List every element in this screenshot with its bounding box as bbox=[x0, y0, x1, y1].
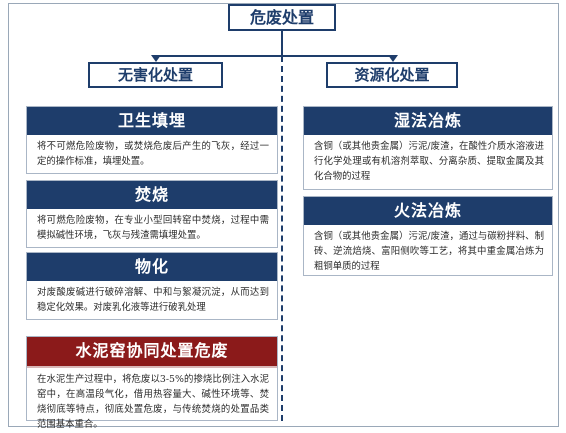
method-card-landfill: 卫生填埋 将不可燃危险废物，或焚烧危废后产生的飞灰，经过一定的操作标准，填埋处置… bbox=[26, 106, 278, 174]
method-description: 含铜（或其他贵金属）污泥/废渣，在酸性介质水溶液进行化学处理或有机溶剂萃取、分离… bbox=[314, 141, 544, 182]
method-description: 将不可燃危险废物，或焚烧危废后产生的飞灰，经过一定的操作标准，填埋处置。 bbox=[37, 141, 269, 167]
method-card-cement-kiln: 水泥窑协同处置危废 在水泥生产过程中，将危废以3-5%的掺烧比例注入水泥窑中，在… bbox=[26, 336, 278, 430]
method-card-incineration: 焚烧 将可燃危险废物，在专业小型回转窑中焚烧，过程中需模拟碱性环境，飞灰与残渣需… bbox=[26, 180, 278, 248]
diagram-frame bbox=[8, 3, 559, 427]
method-title: 卫生填埋 bbox=[27, 107, 277, 135]
method-title-highlight: 水泥窑协同处置危废 bbox=[27, 337, 277, 368]
method-title: 焚烧 bbox=[27, 181, 277, 209]
method-card-pyrometallurgy: 火法冶炼 含铜（或其他贵金属）污泥/废渣，通过与碳粉拌料、制砖、逆流焙烧、富阳侧… bbox=[303, 196, 553, 276]
category-resource-disposal: 资源化处置 bbox=[326, 62, 458, 88]
category-harmless-disposal: 无害化处置 bbox=[88, 62, 223, 88]
method-description: 含铜（或其他贵金属）污泥/废渣，通过与碳粉拌料、制砖、逆流焙烧、富阳侧吹等工艺，… bbox=[314, 231, 544, 272]
connector-horizontal bbox=[155, 55, 393, 57]
method-description: 对废酸废碱进行破碎溶解、中和与絮凝沉淀，从而达到稳定化效果。对废乳化液等进行破乳… bbox=[37, 287, 269, 313]
diagram-title: 危废处置 bbox=[228, 4, 336, 31]
connector-title-stem bbox=[281, 31, 283, 56]
divider-dashed-line bbox=[281, 56, 283, 421]
method-card-hydrometallurgy: 湿法冶炼 含铜（或其他贵金属）污泥/废渣，在酸性介质水溶液进行化学处理或有机溶剂… bbox=[303, 106, 553, 190]
method-title: 火法冶炼 bbox=[304, 197, 552, 225]
method-description: 在水泥生产过程中，将危废以3-5%的掺烧比例注入水泥窑中，在高温段气化，借用热容… bbox=[37, 374, 269, 430]
arrow-left-icon bbox=[151, 55, 161, 62]
arrow-right-icon bbox=[388, 55, 398, 62]
method-description: 将可燃危险废物，在专业小型回转窑中焚烧，过程中需模拟碱性环境，飞灰与残渣需填埋处… bbox=[37, 215, 269, 241]
method-title: 湿法冶炼 bbox=[304, 107, 552, 135]
method-card-physicochemical: 物化 对废酸废碱进行破碎溶解、中和与絮凝沉淀，从而达到稳定化效果。对废乳化液等进… bbox=[26, 252, 278, 320]
method-title: 物化 bbox=[27, 253, 277, 281]
